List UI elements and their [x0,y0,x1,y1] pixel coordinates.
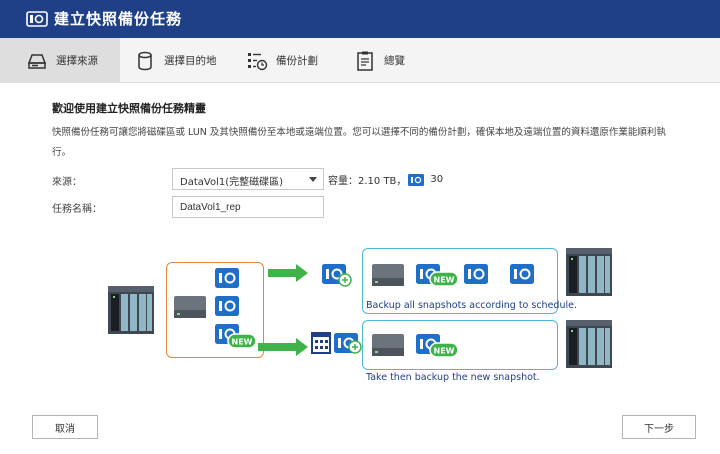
source-nas-icon [108,286,154,334]
step-label: 選擇目的地 [164,55,217,67]
clipboard-icon [357,51,373,71]
step-summary: 總覽 [354,38,405,83]
destination-drive-icon [372,264,404,286]
source-select[interactable]: DataVol1(完整磁碟區) [172,168,324,190]
scheduled-backup-box [362,248,558,314]
wizard-heading: 歡迎使用建立快照備份任務精靈 [52,102,206,115]
new-badge: NEW [429,342,459,358]
add-icon [338,273,352,287]
title-bar: 建立快照備份任務 [0,0,720,38]
snapshot-icon [408,173,425,186]
step-label: 備份計劃 [276,55,318,67]
wizard-steps: 選擇來源 選擇目的地 備份計劃 總覽 [0,38,720,83]
new-badge-label: NEW [232,338,253,347]
chevron-down-icon [309,177,317,182]
add-icon [348,340,362,354]
snapshot-app-icon [26,11,48,27]
destination-nas-icon [566,320,612,368]
new-badge-label: NEW [434,276,455,285]
new-badge: NEW [227,333,257,349]
snapshot-icon [509,263,535,285]
snapshot-icon [214,267,240,289]
step-label: 選擇來源 [56,55,98,67]
window-title: 建立快照備份任務 [54,10,183,28]
job-name-input[interactable] [172,196,324,218]
cancel-button[interactable]: 取消 [32,415,98,439]
calendar-icon [311,332,331,354]
snapshot-count: 30 [430,174,444,185]
source-select-value: DataVol1(完整磁碟區) [180,177,284,188]
destination-drive-icon [372,334,404,356]
new-badge-label: NEW [434,347,455,356]
database-icon [138,51,152,70]
new-snapshot-backup-box [362,320,558,370]
step-backup-schedule: 備份計劃 [246,38,318,83]
step-select-destination: 選擇目的地 [134,38,217,83]
step-label: 總覽 [384,55,405,67]
schedule-icon [248,52,268,70]
capacity-label: 容量： [328,176,358,187]
snapshot-icon [214,295,240,317]
next-button[interactable]: 下一步 [622,415,696,439]
capacity-info: 容量： 2.10 TB， 30 [328,172,443,187]
new-badge: NEW [429,271,459,287]
drive-icon [27,53,47,69]
active-step-highlight [0,38,120,83]
caption-new-snapshot-backup: Take then backup the new snapshot. [366,372,540,383]
source-snapshots-box [166,262,264,358]
capacity-value: 2.10 TB， [358,176,407,187]
job-name-label: 任務名稱： [52,204,102,215]
wizard-description: 快照備份任務可讓您將磁碟區或 LUN 及其快照備份至本地或遠端位置。您可以選擇不… [52,127,666,158]
volume-drive-icon [174,296,206,318]
source-label: 來源： [52,177,82,188]
arrow-right-icon [258,338,308,356]
snapshot-icon [463,263,489,285]
step-select-source: 選擇來源 [26,38,98,83]
caption-scheduled-backup: Backup all snapshots according to schedu… [366,300,577,311]
destination-nas-icon [566,248,612,296]
arrow-right-icon [268,264,308,282]
